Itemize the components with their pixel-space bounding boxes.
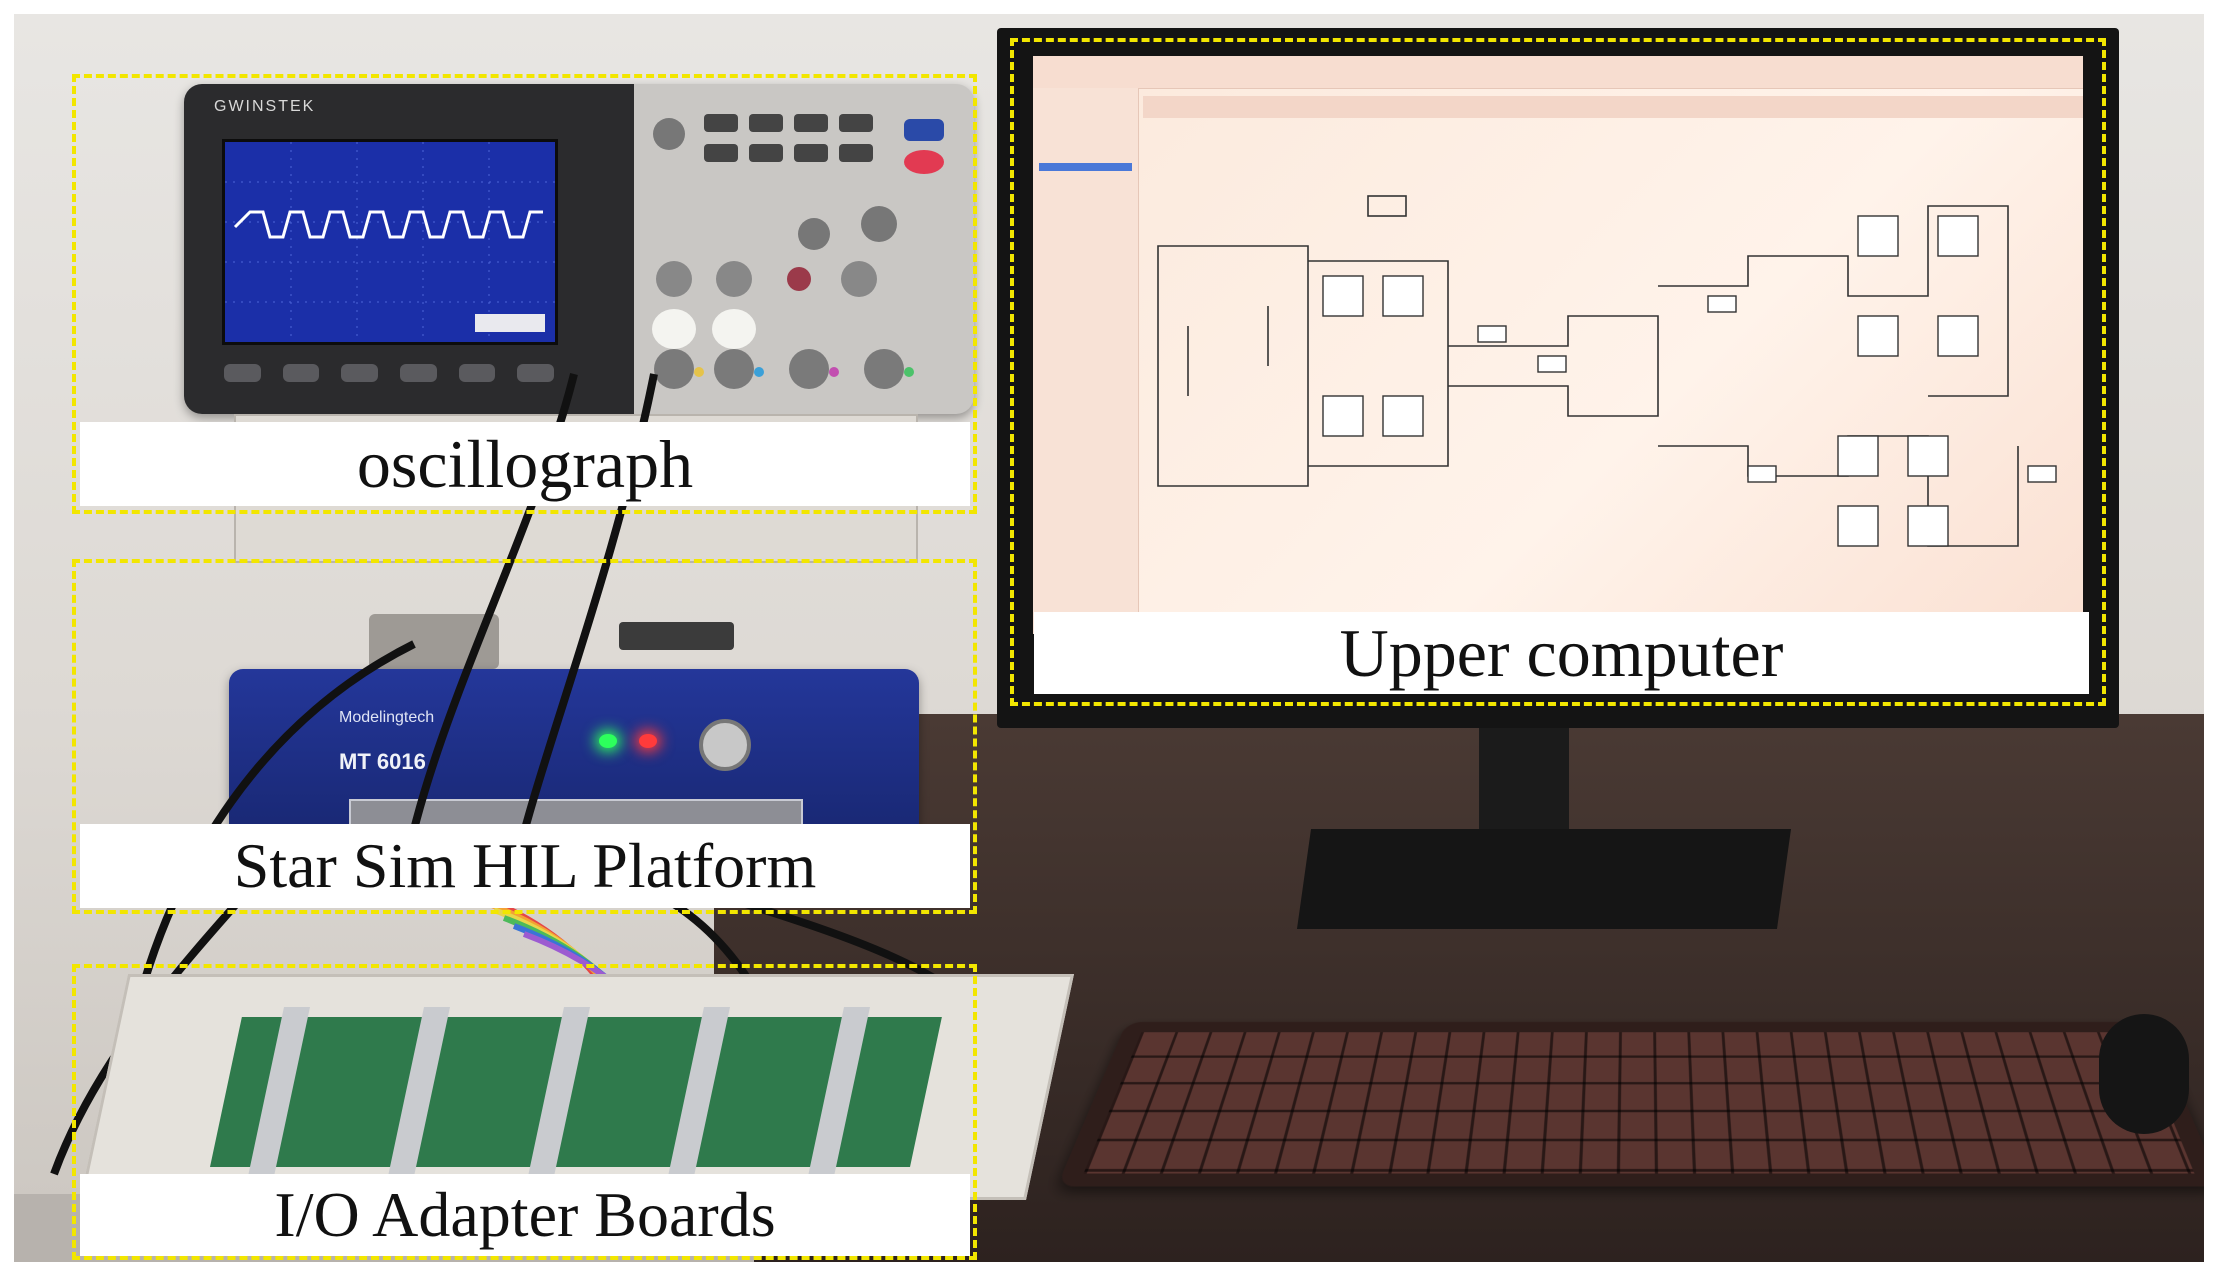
db-connector bbox=[619, 622, 734, 650]
mouse bbox=[2099, 1014, 2189, 1134]
monitor-stand-base bbox=[1296, 829, 1792, 929]
region-oscilloscope bbox=[72, 74, 977, 514]
lab-setup-photo: GWINSTEK bbox=[14, 14, 2204, 1262]
keyboard-icon bbox=[1056, 1021, 2204, 1187]
app-menu-bar bbox=[1033, 56, 2083, 89]
scope-control-panel bbox=[649, 104, 959, 394]
region-hil-platform bbox=[72, 559, 977, 914]
monitor-screen bbox=[1033, 56, 2083, 634]
app-side-tree bbox=[1033, 88, 1139, 634]
circuit-schematic-icon bbox=[1157, 195, 2057, 547]
power-led-red bbox=[639, 734, 657, 748]
app-toolbar bbox=[1143, 96, 2083, 118]
oscilloscope: GWINSTEK bbox=[184, 84, 974, 414]
hil-model-text: MT 6016 bbox=[339, 749, 426, 774]
region-upper-computer bbox=[1010, 38, 2106, 706]
monitor bbox=[997, 28, 2119, 728]
region-io-boards bbox=[72, 964, 977, 1260]
label-hil-platform: Star Sim HIL Platform bbox=[80, 824, 970, 908]
power-button bbox=[699, 719, 751, 771]
scope-waveform bbox=[225, 142, 555, 342]
scope-brand-text: GWINSTEK bbox=[214, 98, 316, 115]
label-oscillograph: oscillograph bbox=[80, 422, 970, 506]
power-led-green bbox=[599, 734, 617, 748]
label-io-boards: I/O Adapter Boards bbox=[80, 1174, 970, 1256]
scope-knobs bbox=[652, 114, 944, 389]
label-upper-computer: Upper computer bbox=[1034, 612, 2089, 694]
keyboard-keys bbox=[1083, 1032, 2195, 1174]
oscilloscope-bezel: GWINSTEK bbox=[184, 84, 634, 414]
softkey-row bbox=[224, 364, 555, 382]
hil-brand-text: Modelingtech bbox=[339, 709, 435, 726]
scope-screen-icon bbox=[222, 139, 558, 345]
